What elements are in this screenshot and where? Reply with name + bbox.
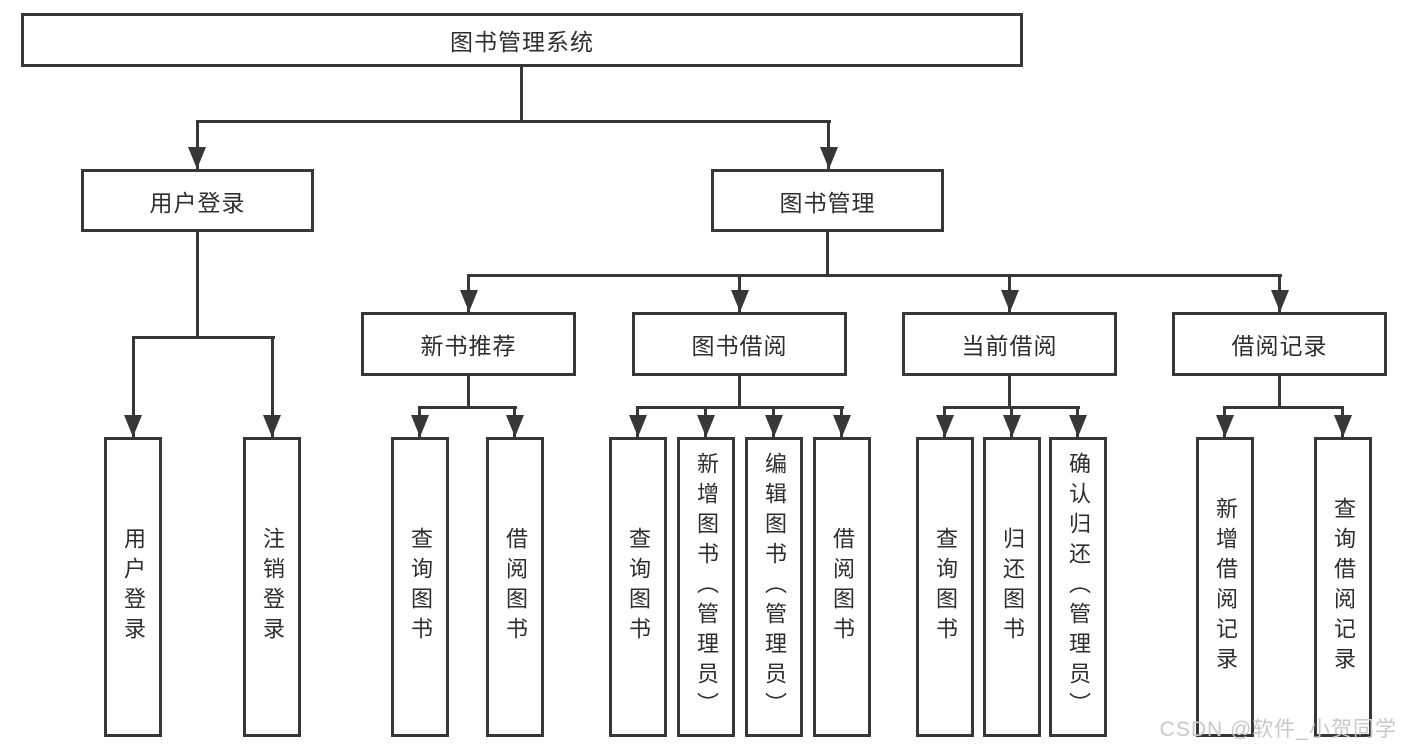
arrowhead-bb-borrow [833, 415, 851, 437]
node-new-book-recommend: 新书推荐 [361, 312, 576, 376]
leaf-edit-book-admin: 编辑图书（管理员） [745, 437, 803, 737]
arrowhead-book-management [820, 147, 838, 169]
node-label: 归还图书 [1000, 527, 1025, 647]
node-label: 当前借阅 [961, 333, 1058, 359]
arrowhead-nb-borrow [506, 415, 524, 437]
node-borrow-records: 借阅记录 [1172, 312, 1387, 376]
arrowhead-leaf-login [124, 415, 142, 437]
leaf-borrow-books: 借阅图书 [813, 437, 871, 737]
arrowhead-leaf-logout [263, 415, 281, 437]
leaf-query-books-current: 查询图书 [916, 437, 974, 737]
arrowhead-bb-edit [765, 415, 783, 437]
node-label: 新增图书（管理员） [694, 452, 719, 722]
node-library-management-system: 图书管理系统 [21, 13, 1023, 67]
node-label: 新书推荐 [420, 333, 517, 359]
connector-borrow-records-stem [1278, 376, 1281, 406]
node-label: 查询借阅记录 [1331, 497, 1356, 677]
connector-user-login-stem [196, 232, 199, 336]
leaf-query-books-borrow: 查询图书 [609, 437, 667, 737]
node-user-login: 用户登录 [81, 169, 314, 232]
node-label: 查询图书 [408, 527, 433, 647]
arrowhead-cb-return [1003, 415, 1021, 437]
node-label: 借阅图书 [503, 527, 528, 647]
leaf-borrow-books-recommend: 借阅图书 [486, 437, 544, 737]
arrowhead-book-borrow [731, 290, 749, 312]
arrowhead-cb-confirm [1069, 415, 1087, 437]
leaf-logout: 注销登录 [243, 437, 301, 737]
arrowhead-new-book [460, 290, 478, 312]
node-label: 查询图书 [626, 527, 651, 647]
node-label: 确认归还（管理员） [1066, 452, 1091, 722]
leaf-query-borrow-record: 查询借阅记录 [1314, 437, 1372, 737]
connector-drop-book-management [827, 120, 830, 169]
connector-user-login-bar [132, 336, 275, 339]
connector-level2-bar [467, 274, 1282, 277]
node-book-management: 图书管理 [711, 169, 944, 232]
arrowhead-br-query [1334, 415, 1352, 437]
connector-current-borrow-stem [1008, 376, 1011, 406]
arrowhead-bb-query [629, 415, 647, 437]
node-label: 新增借阅记录 [1213, 497, 1238, 677]
node-label: 图书借阅 [691, 333, 788, 359]
connector-book-borrow-bar [636, 406, 844, 409]
connector-level1-bar [196, 120, 831, 123]
connector-borrow-records-bar [1223, 406, 1344, 409]
node-label: 编辑图书（管理员） [762, 452, 787, 722]
connector-drop-user-login [196, 120, 199, 169]
arrowhead-current-borrow [1001, 290, 1019, 312]
node-label: 图书管理系统 [450, 29, 594, 55]
leaf-add-book-admin: 新增图书（管理员） [677, 437, 735, 737]
node-label: 图书管理 [779, 189, 876, 216]
node-label: 借阅记录 [1231, 333, 1328, 359]
connector-new-book-stem [467, 376, 470, 406]
node-book-borrow: 图书借阅 [632, 312, 847, 376]
csdn-watermark: CSDN @软件_小贺同学 [1159, 718, 1397, 741]
node-current-borrow: 当前借阅 [902, 312, 1117, 376]
connector-new-book-bar [418, 406, 517, 409]
leaf-return-book: 归还图书 [983, 437, 1041, 737]
node-label: 查询图书 [933, 527, 958, 647]
node-label: 用户登录 [121, 527, 146, 647]
leaf-query-books-recommend: 查询图书 [391, 437, 449, 737]
leaf-confirm-return-admin: 确认归还（管理员） [1049, 437, 1107, 737]
leaf-add-borrow-record: 新增借阅记录 [1196, 437, 1254, 737]
connector-book-management-stem [826, 232, 829, 274]
connector-book-borrow-stem [738, 376, 741, 406]
arrowhead-bb-add [697, 415, 715, 437]
node-label: 借阅图书 [830, 527, 855, 647]
arrowhead-nb-query [411, 415, 429, 437]
arrowhead-user-login [188, 147, 206, 169]
connector-drop-leaf-login [132, 336, 135, 437]
arrowhead-cb-query [936, 415, 954, 437]
connector-drop-leaf-logout [271, 336, 274, 437]
arrowhead-br-add [1216, 415, 1234, 437]
node-label: 用户登录 [149, 189, 246, 216]
connector-root-stem [520, 67, 523, 120]
node-label: 注销登录 [260, 527, 285, 647]
leaf-user-login: 用户登录 [104, 437, 162, 737]
arrowhead-borrow-records [1271, 290, 1289, 312]
